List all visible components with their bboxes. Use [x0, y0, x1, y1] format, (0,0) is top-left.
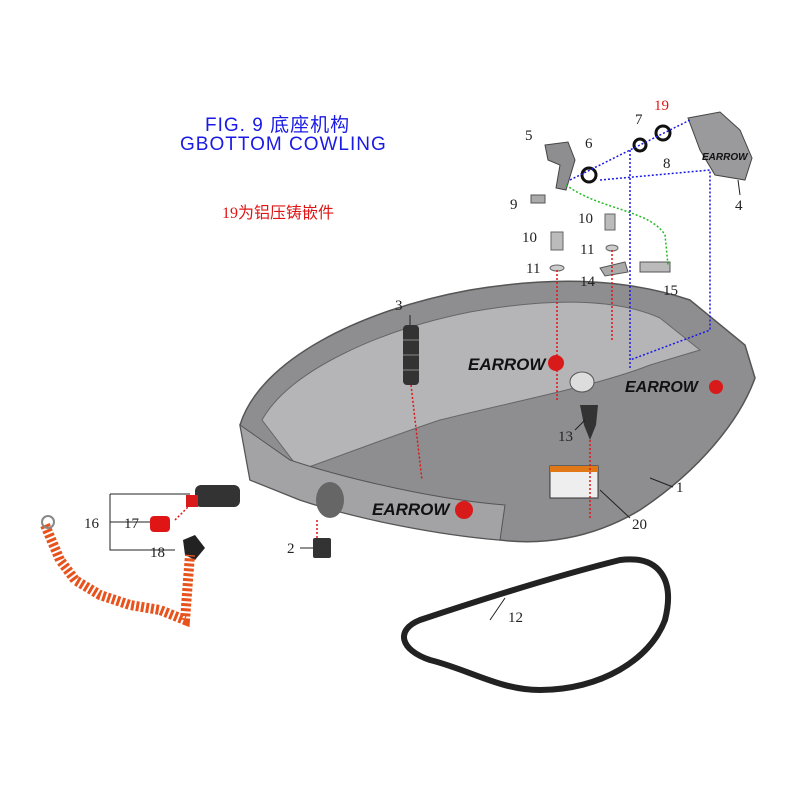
part-2-cap [313, 538, 331, 558]
brand-logo: EARROW EARROW EARROW EARROW [372, 152, 749, 519]
svg-text:EARROW: EARROW [372, 500, 451, 519]
part-18-clip [183, 535, 205, 560]
callout-10: 10 [578, 211, 593, 227]
figure-subtitle: GBOTTOM COWLING [180, 134, 387, 155]
part-12-gasket [401, 556, 671, 694]
callout-11: 11 [526, 261, 540, 277]
part-15-hose-fitting [639, 261, 671, 273]
callout-10: 10 [522, 230, 537, 246]
callout-14: 14 [580, 274, 596, 290]
cowling-rim [239, 423, 506, 541]
callout-3: 3 [395, 298, 403, 314]
part-16-stop-switch [186, 485, 240, 507]
svg-text:EARROW: EARROW [625, 379, 700, 396]
part-17-cap [150, 516, 170, 532]
part-19-insert [687, 111, 753, 181]
brand-emblem [548, 355, 564, 371]
callout-4: 4 [735, 198, 743, 214]
callout-11: 11 [580, 242, 594, 258]
callout-8: 8 [663, 156, 671, 172]
brand-emblem [455, 501, 473, 519]
figure-title: FIG. 9 底座机构 [205, 115, 351, 136]
guide-line [569, 119, 711, 370]
cowling-port [316, 482, 344, 518]
part-3-grommet [403, 325, 419, 385]
callout-12: 12 [508, 610, 523, 626]
part-14-clip [599, 261, 629, 277]
lanyard-cord [40, 515, 195, 628]
callout-18: 18 [150, 545, 165, 561]
part-5-bracket [544, 141, 576, 191]
cowling-inner [261, 301, 702, 471]
callout-7: 7 [635, 112, 643, 128]
callout-1: 1 [676, 480, 684, 496]
callout-17: 17 [124, 516, 140, 532]
part-7-washer [632, 137, 648, 153]
callout-20: 20 [632, 517, 647, 533]
callout-15: 15 [663, 283, 678, 299]
svg-text:EARROW: EARROW [702, 152, 749, 163]
part-9-bolt [530, 194, 546, 204]
part-13-drain-plug [580, 405, 598, 440]
brand-emblem [709, 380, 723, 394]
part-10-bolt [604, 213, 616, 231]
callout-6: 6 [585, 136, 593, 152]
figure-note: 19为铝压铸嵌件 [222, 205, 335, 222]
guide-line [174, 250, 613, 538]
callout-19: 19 [654, 98, 669, 114]
callout-9: 9 [510, 197, 518, 213]
svg-text:EARROW: EARROW [468, 355, 547, 374]
cowling-port [569, 371, 595, 393]
callout-13: 13 [558, 429, 573, 445]
callout-2: 2 [287, 541, 295, 557]
leader-lines [109, 179, 741, 621]
guide-line [565, 184, 669, 266]
callout-5: 5 [525, 128, 533, 144]
part-10-bolt [550, 231, 564, 251]
callout-16: 16 [84, 516, 100, 532]
